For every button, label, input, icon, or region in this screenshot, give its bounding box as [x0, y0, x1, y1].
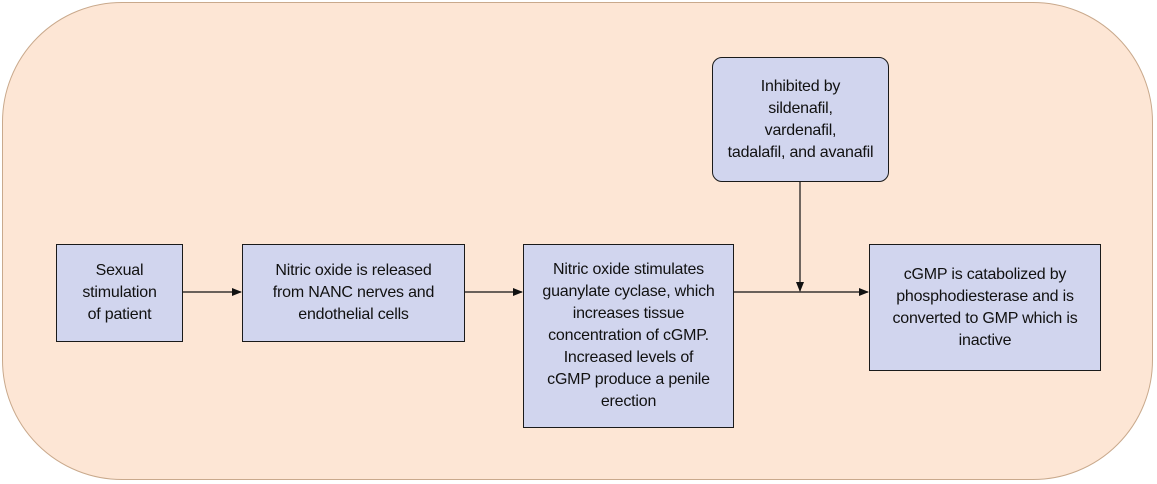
- node-cgmp-catabolized: cGMP is catabolized by phosphodiesterase…: [869, 244, 1101, 371]
- node-label: cGMP is catabolized by phosphodiesterase…: [892, 265, 1078, 349]
- node-inhibitors: Inhibited by sildenafil, vardenafil, tad…: [712, 57, 889, 182]
- node-sexual-stimulation: Sexual stimulation of patient: [56, 244, 183, 342]
- node-label: Sexual stimulation of patient: [82, 262, 157, 323]
- node-label: Inhibited by sildenafil, vardenafil, tad…: [727, 77, 874, 161]
- node-nitric-oxide-released: Nitric oxide is released from NANC nerve…: [242, 244, 465, 342]
- node-label: Nitric oxide stimulates guanylate cyclas…: [542, 261, 715, 410]
- node-guanylate-cyclase: Nitric oxide stimulates guanylate cyclas…: [523, 244, 734, 428]
- node-label: Nitric oxide is released from NANC nerve…: [272, 262, 435, 323]
